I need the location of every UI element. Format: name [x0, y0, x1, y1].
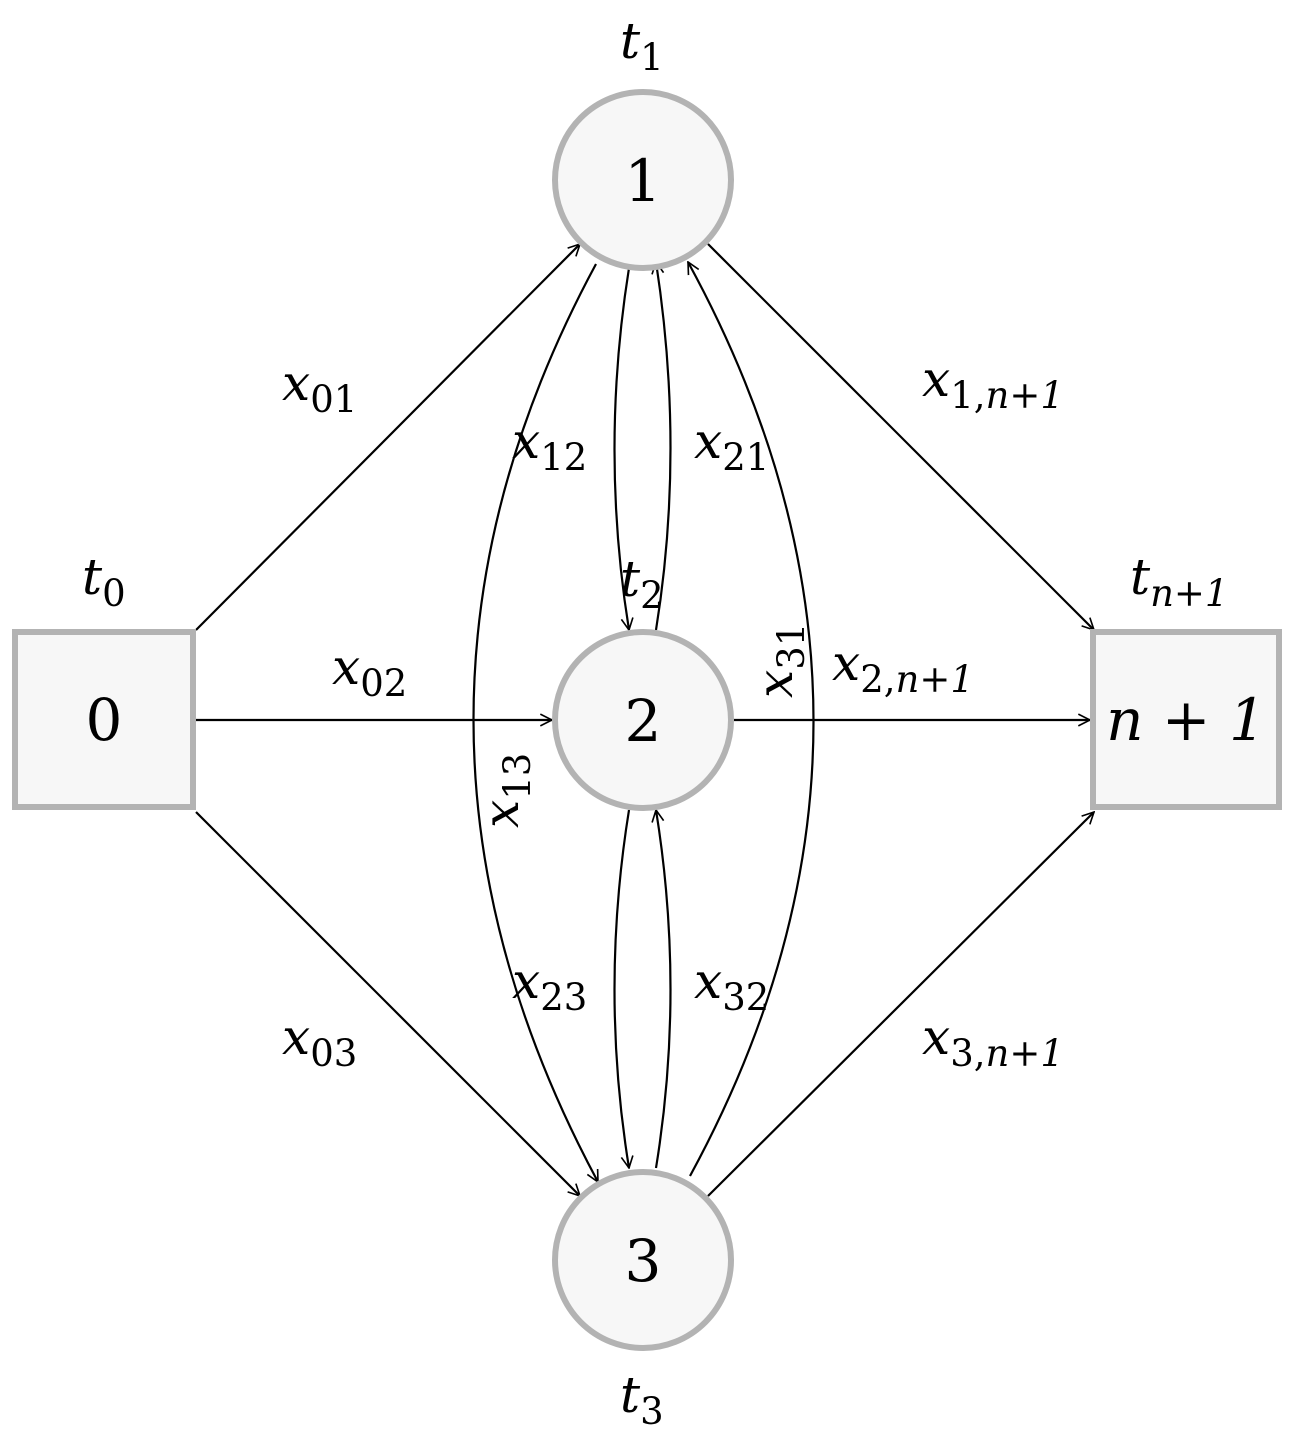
time-label-t1: t1 — [620, 12, 664, 79]
edge-3-end — [707, 812, 1094, 1197]
edge-3-2 — [656, 810, 672, 1169]
edge-label-x23: x23 — [512, 952, 587, 1019]
node-1-circle — [552, 89, 734, 271]
node-1: 1 — [552, 89, 734, 271]
edge-label-x12: x12 — [512, 412, 587, 479]
node-3-circle — [552, 1169, 734, 1351]
edge-label-x01: x01 — [282, 354, 357, 421]
edge-2-1 — [656, 262, 672, 631]
node-end: n + 1 — [1090, 629, 1282, 810]
edge-1-2 — [613, 267, 630, 630]
node-0: 0 — [12, 629, 196, 810]
node-end-label: n + 1 — [1106, 686, 1266, 754]
edge-label-x13: x13 — [472, 753, 539, 828]
edge-3-1 — [687, 262, 815, 1177]
time-label-t2: t2 — [620, 550, 664, 617]
node-end-box — [1090, 629, 1282, 810]
time-label-t0: t0 — [82, 548, 126, 615]
edge-0-3 — [195, 811, 580, 1196]
edge-label-x21: x21 — [694, 412, 769, 479]
edges — [195, 243, 1094, 1197]
edge-label-x02: x02 — [332, 638, 407, 705]
edge-label-x32: x32 — [694, 952, 769, 1019]
edge-1-end — [707, 243, 1094, 630]
edge-1-3 — [472, 263, 599, 1182]
edge-0-1 — [195, 244, 580, 631]
edge-2-3 — [613, 809, 630, 1168]
node-3-label: 3 — [625, 1227, 662, 1295]
edge-label-x1end: x1,n+1 — [922, 350, 1064, 417]
time-label-t3: t3 — [620, 1366, 664, 1433]
edge-label-x03: x03 — [282, 1008, 357, 1075]
node-1-label: 1 — [625, 147, 662, 215]
node-0-box — [12, 629, 196, 810]
time-label-tend: tn+1 — [1130, 548, 1228, 615]
node-0-label: 0 — [86, 686, 123, 754]
edge-label-x2end: x2,n+1 — [832, 634, 974, 701]
node-3: 3 — [552, 1169, 734, 1351]
node-2-circle — [552, 629, 734, 811]
node-2: 2 — [552, 629, 734, 811]
edge-label-x31: x31 — [746, 623, 813, 698]
edge-label-x3end: x3,n+1 — [922, 1008, 1064, 1075]
node-2-label: 2 — [625, 687, 662, 755]
